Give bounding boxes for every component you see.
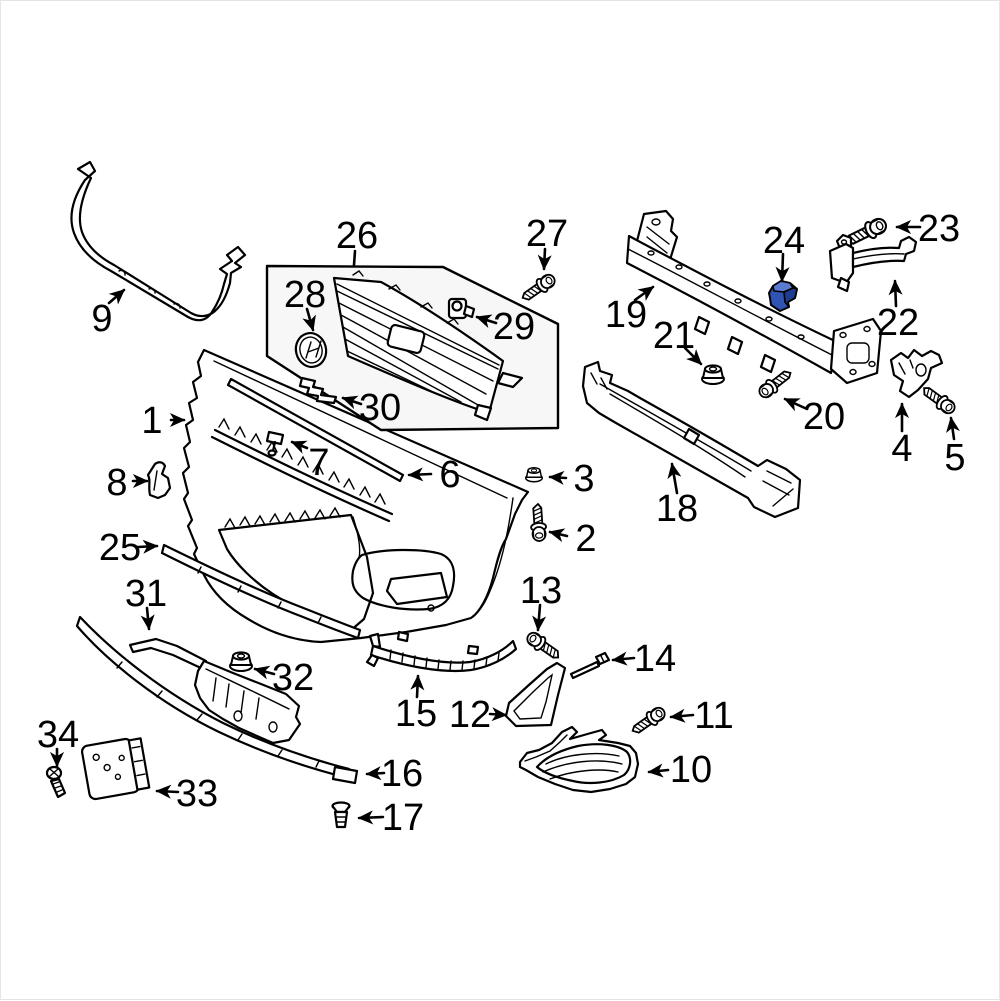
part-3-nut [525,467,543,483]
callout-26-label[interactable]: 26 [336,215,378,257]
callout-6-leader [407,467,433,482]
callout-19-leader [633,285,655,302]
callout-17-label[interactable]: 17 [382,797,424,839]
callout-15-leader [410,674,425,699]
callout-10-label[interactable]: 10 [670,749,712,791]
callout-9-leader [107,288,126,305]
part-22-tow-bracket [828,233,918,293]
callout-6-label[interactable]: 6 [439,454,460,496]
callout-27-leader [537,247,552,271]
callout-29-label[interactable]: 29 [493,306,535,348]
part-28-hyundai-emblem [294,332,328,368]
callout-1-label[interactable]: 1 [141,400,162,442]
part-2-screw [528,502,548,543]
part-9-grille-molding [70,160,247,322]
part-15-bumper-rail [365,630,518,673]
part-29-grille-clip [447,297,476,320]
callout-21-label[interactable]: 21 [653,315,695,357]
callout-26-tick [352,249,357,267]
part-31-lower-deflector [128,637,302,745]
callout-9-label[interactable]: 9 [91,298,112,340]
callout-13-label[interactable]: 13 [520,570,562,612]
callout-29-leader [475,314,498,328]
callout-30-leader [341,395,363,410]
callout-32-label[interactable]: 32 [272,657,314,699]
callout-20-label[interactable]: 20 [803,396,845,438]
callout-14-label[interactable]: 14 [634,638,676,680]
callout-14-leader [611,651,636,666]
callout-13-leader [532,603,547,632]
leader-lines [49,219,960,825]
part-6-grille-trim-strip [226,377,405,483]
part-10-fog-lamp-bezel [518,725,640,794]
callout-15-label[interactable]: 15 [395,693,437,735]
callout-25-label[interactable]: 25 [99,527,141,569]
part-27-grille-screw [518,270,559,306]
part-26-grille-assembly-box [265,264,560,432]
callout-16-label[interactable]: 16 [381,753,423,795]
part-1-bumper-cover [181,348,530,644]
callout-3-label[interactable]: 3 [573,458,594,500]
callout-labels: 1 2 3 4 5 6 7 8 9 10 11 12 13 14 15 16 1… [37,208,966,839]
callout-24-label[interactable]: 24 [763,220,805,262]
callout-12-leader [488,707,508,722]
callout-25-leader [136,539,159,554]
callout-19-label[interactable]: 19 [605,294,647,336]
callout-5-leader [946,416,960,441]
callout-34-label[interactable]: 34 [37,714,79,756]
callout-7-label[interactable]: 7 [308,442,329,484]
callout-24-leader [775,252,790,283]
part-5-bracket-bolt [918,381,959,418]
part-33-license-plate-bracket [80,737,151,801]
callout-3-leader [548,470,568,485]
callout-16-leader [365,766,386,781]
callout-22-label[interactable]: 22 [877,302,919,344]
part-24-impact-bar-spacer-highlighted[interactable] [768,280,798,312]
part-17-push-clip [331,801,351,829]
part-14-pin-screw [569,651,611,680]
part-21-flange-nut [701,364,725,385]
callout-31-leader [140,606,155,631]
part-25-lower-trim-strip [160,543,362,640]
callout-32-leader [253,665,276,680]
callout-11-leader [669,708,695,723]
part-13-screw [523,628,564,664]
part-7-strip-clip [265,430,285,457]
callout-28-label[interactable]: 28 [284,274,326,316]
part-30-grille-bracket [298,376,338,405]
callout-18-label[interactable]: 18 [656,488,698,530]
part-16-lower-lip-molding [75,615,359,785]
part-4-side-bracket [889,348,944,399]
callout-30-label[interactable]: 30 [359,387,401,429]
part-32-deflector-nut [229,651,253,672]
part-19-impact-bar [625,209,883,385]
callout-10-leader [647,763,670,778]
callout-12-label[interactable]: 12 [449,694,491,736]
callout-2-leader [548,528,569,543]
callout-33-label[interactable]: 33 [176,773,218,815]
part-20-impact-bar-bolt [755,365,796,402]
part-34-plate-screw [45,765,67,799]
callout-27-label[interactable]: 27 [526,213,568,255]
callout-7-leader [290,440,309,454]
part-12-fog-lamp-bracket [504,661,567,728]
callout-5-label[interactable]: 5 [944,437,965,479]
callout-33-leader [155,784,180,799]
part-11-bezel-screw [628,703,669,739]
part-8-bumper-side-bracket [146,461,172,500]
callout-31-label[interactable]: 31 [125,573,167,615]
callout-22-leader [888,279,903,308]
callout-8-label[interactable]: 8 [106,462,127,504]
callout-11-label[interactable]: 11 [694,695,733,737]
part-18-energy-absorber [581,360,802,519]
callout-4-label[interactable]: 4 [891,428,912,470]
callout-18-leader [667,462,682,495]
callout-2-label[interactable]: 2 [575,518,596,560]
callout-17-leader [357,810,385,825]
callout-28-leader [302,307,316,332]
callout-20-leader [783,397,809,412]
callout-21-leader [683,346,703,366]
callout-23-label[interactable]: 23 [918,208,960,250]
